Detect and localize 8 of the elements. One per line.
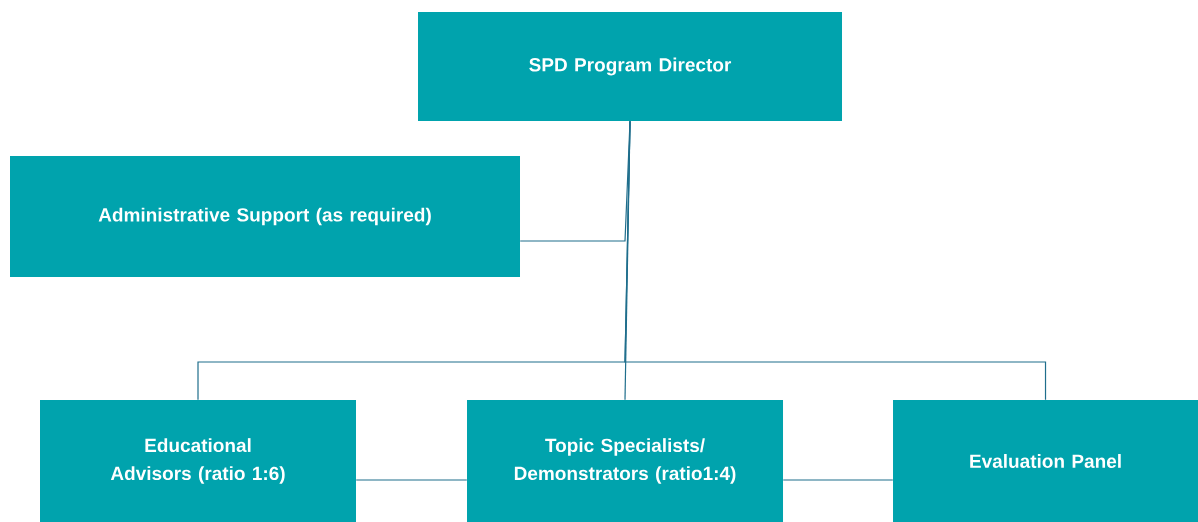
org-box: Educational Advisors (ratio 1:6) — [40, 400, 356, 522]
org-box: Administrative Support (as required) — [10, 156, 520, 277]
org-box: SPD Program Director — [418, 12, 842, 121]
connector-line — [624, 120, 1047, 401]
org-box: Topic Specialists/ Demonstrators (ratio1:4) — [467, 400, 783, 522]
connector-line — [355, 479, 468, 481]
connector-line — [782, 479, 894, 481]
org-box: Evaluation Panel — [893, 400, 1198, 522]
